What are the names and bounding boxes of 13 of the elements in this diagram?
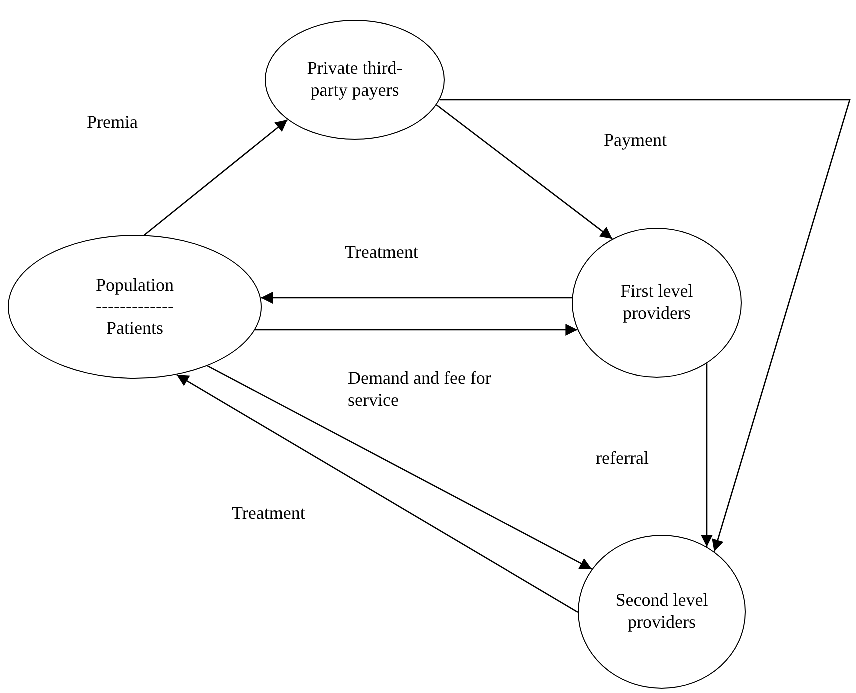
arrow xyxy=(436,104,613,240)
node-text: Population xyxy=(96,274,174,296)
node-text: Second level providers xyxy=(614,590,710,634)
arrow xyxy=(440,99,851,552)
node-text: First level providers xyxy=(620,281,694,325)
arrow xyxy=(701,364,713,547)
arrow xyxy=(207,365,592,570)
node-text: Private third-party payers xyxy=(306,58,404,102)
arrow xyxy=(261,292,572,304)
arrow xyxy=(144,119,288,236)
node-text: Patients xyxy=(106,318,164,340)
arrow xyxy=(176,374,578,613)
node-text: ------------- xyxy=(96,296,174,318)
